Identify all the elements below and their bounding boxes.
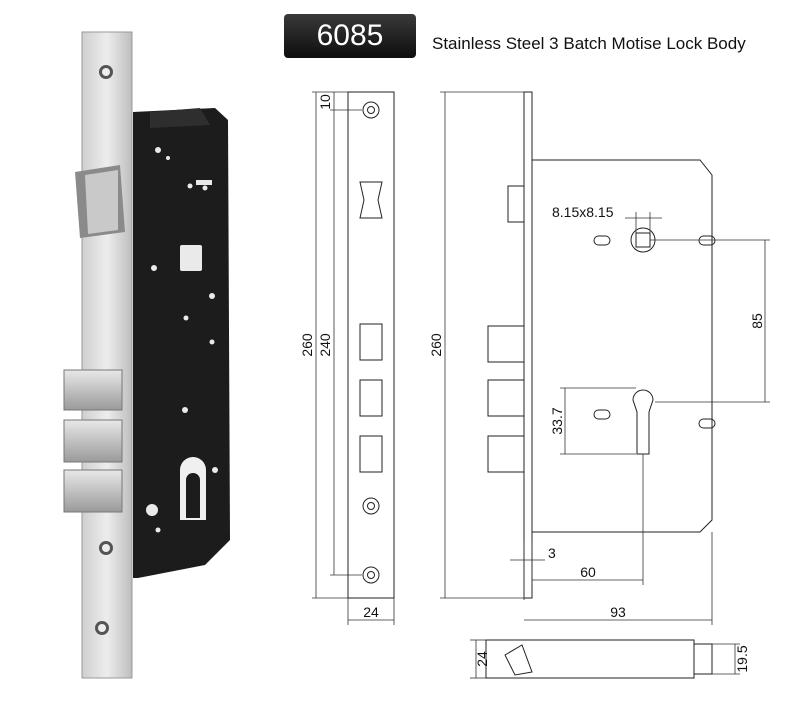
faceplate-edge — [523, 91, 533, 599]
cylinder-profile — [632, 389, 654, 455]
dim-body-height: 260 — [428, 333, 444, 357]
side-view: 8.15x8.15 85 33.7 260 3 60 93 — [428, 91, 770, 625]
dim-spindle-size: 8.15x8.15 — [552, 204, 614, 220]
dim-body-depth: 93 — [610, 604, 626, 620]
spindle-hole — [180, 245, 202, 271]
deadbolts — [63, 369, 123, 513]
dim-hole-spacing: 240 — [317, 333, 333, 357]
dim-top-offset: 10 — [317, 94, 333, 110]
lock-photo — [63, 31, 230, 679]
lock-case — [133, 108, 230, 578]
faceplate — [81, 31, 133, 679]
dim-bottom-width: 24 — [474, 651, 490, 667]
dim-center-distance: 85 — [749, 313, 765, 329]
front-view: 10 260 240 24 — [299, 91, 395, 625]
case-outline — [531, 159, 713, 533]
dim-backset: 60 — [580, 564, 596, 580]
dim-faceplate-thickness: 3 — [548, 545, 556, 561]
bottom-view: 24 19.5 — [470, 639, 750, 679]
dim-cylinder: 33.7 — [549, 407, 565, 434]
dim-bottom-height: 19.5 — [734, 645, 750, 672]
latch-opening — [359, 181, 383, 219]
product-title: Stainless Steel 3 Batch Motise Lock Body — [432, 34, 746, 53]
dim-faceplate-width: 24 — [363, 604, 379, 620]
dim-faceplate-length: 260 — [299, 333, 315, 357]
model-number-badge: 6085 — [284, 14, 416, 58]
